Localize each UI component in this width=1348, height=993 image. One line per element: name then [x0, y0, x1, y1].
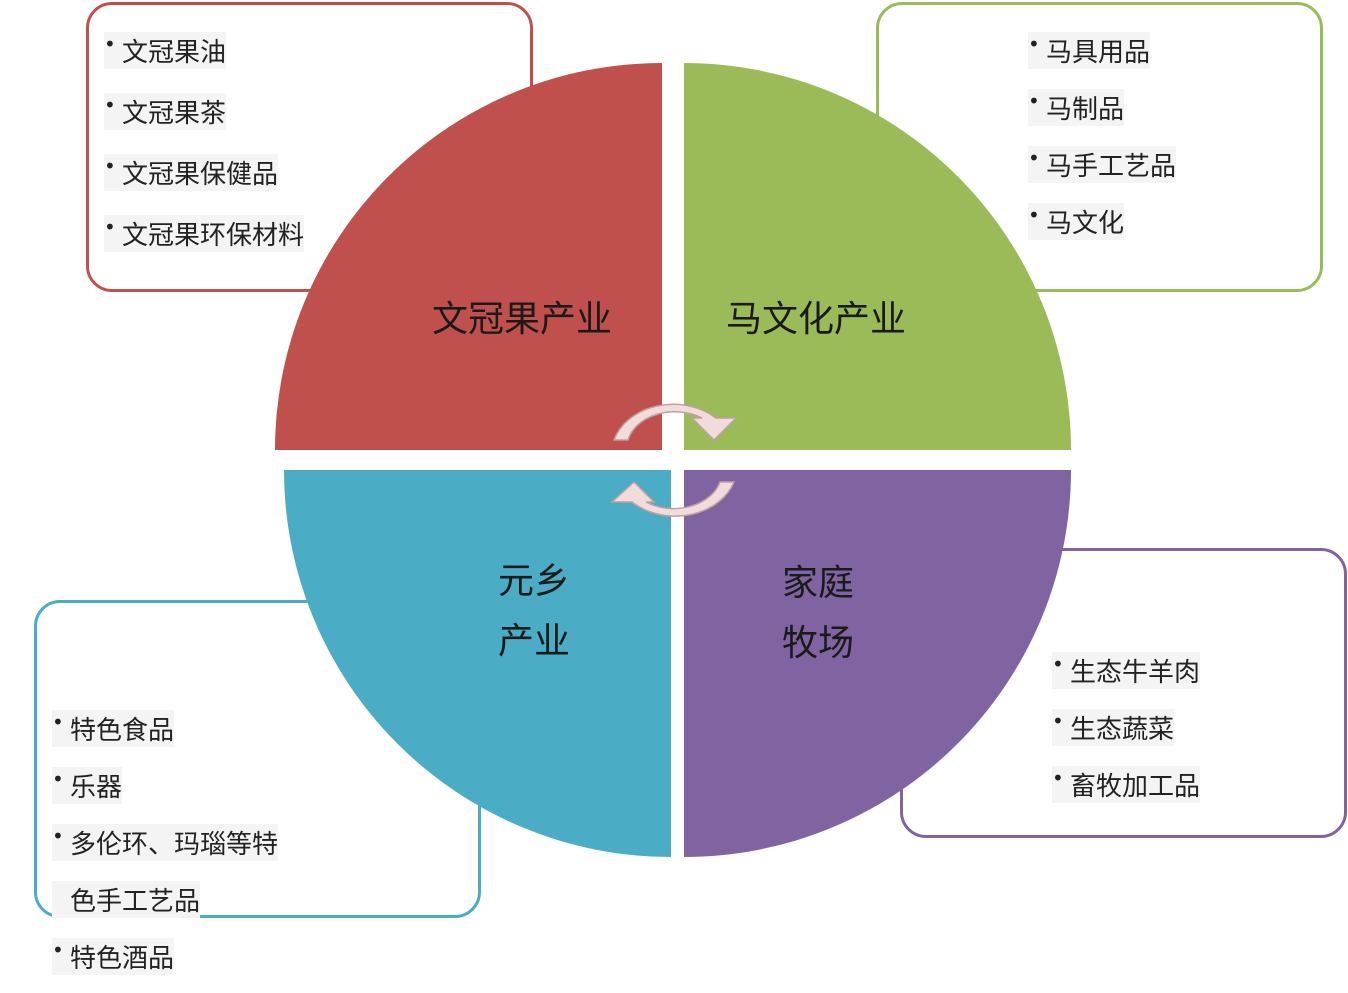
quadrant-wenguanguo	[275, 63, 662, 450]
list-item: 文冠果油	[104, 32, 227, 69]
list-yuanxiang-products: 特色食品 乐器 多伦环、玛瑙等特 色手工艺品 特色酒品	[52, 710, 279, 975]
list-item: 多伦环、玛瑙等特	[52, 824, 279, 861]
list-item: 马具用品	[1028, 32, 1151, 69]
quadrant-yuanxiang	[284, 470, 671, 857]
quadrant-family-ranch	[684, 470, 1071, 857]
list-item: 文冠果保健品	[104, 154, 279, 191]
label-horse-culture-industry: 马文化产业	[726, 299, 907, 340]
list-family-ranch-products: 生态牛羊肉 生态蔬菜 畜牧加工品	[1052, 652, 1201, 803]
label-family-ranch-line1: 家庭	[782, 563, 855, 604]
list-item: 马制品	[1028, 89, 1125, 126]
list-wenguanguo-products: 文冠果油 文冠果茶 文冠果保健品 文冠果环保材料	[104, 32, 305, 252]
list-item: 色手工艺品	[52, 881, 201, 918]
list-item: 文冠果茶	[104, 93, 227, 130]
list-item: 文冠果环保材料	[104, 215, 305, 252]
list-item: 马手工艺品	[1028, 146, 1177, 183]
label-family-ranch-line2: 牧场	[782, 623, 855, 664]
list-item: 生态牛羊肉	[1052, 652, 1201, 689]
label-yuanxiang-line2: 产业	[498, 621, 571, 662]
label-wenguanguo-industry: 文冠果产业	[432, 299, 613, 340]
quadrant-horse-culture	[684, 63, 1071, 450]
label-yuanxiang-line1: 元乡	[498, 561, 571, 602]
list-item: 畜牧加工品	[1052, 766, 1201, 803]
list-item: 乐器	[52, 767, 123, 804]
list-item: 特色食品	[52, 710, 175, 747]
list-item: 特色酒品	[52, 938, 175, 975]
list-item: 马文化	[1028, 203, 1125, 240]
list-item: 生态蔬菜	[1052, 709, 1175, 746]
list-horse-culture-products: 马具用品 马制品 马手工艺品 马文化	[1028, 32, 1177, 240]
cycle-arrows-icon	[610, 403, 738, 517]
